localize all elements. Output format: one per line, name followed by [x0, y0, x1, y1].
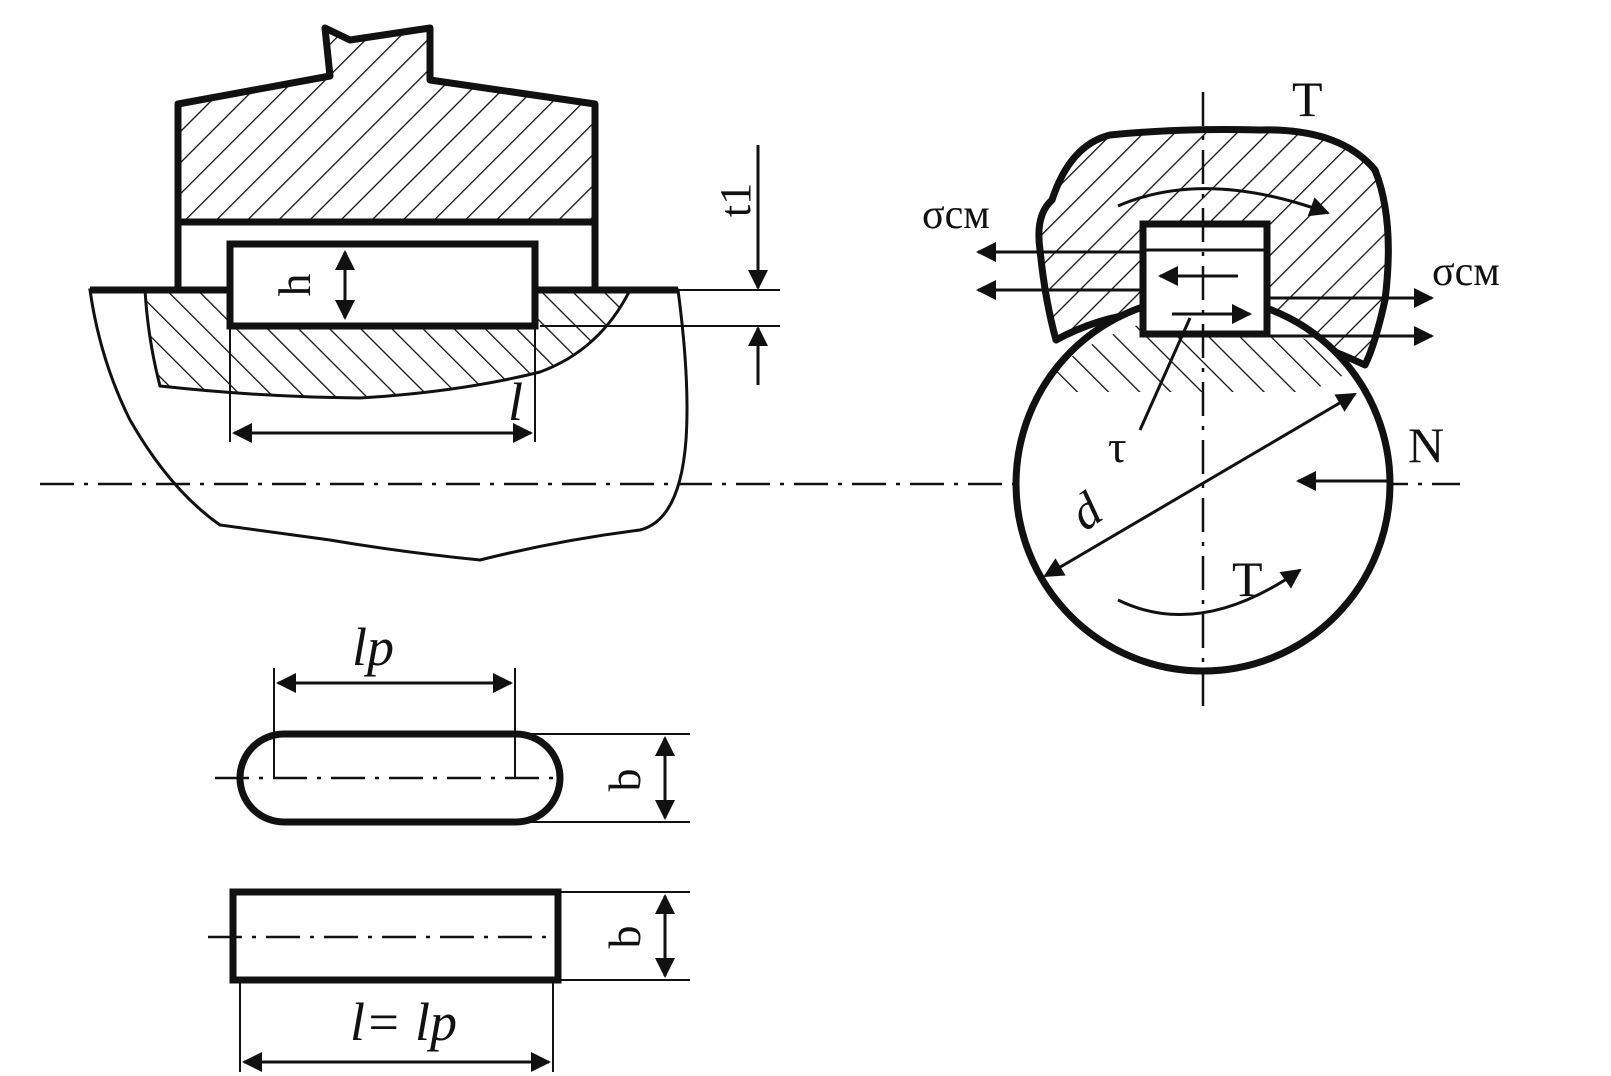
torque-arrow-bottom: [1117, 568, 1302, 616]
l-eq-lp-label: l= lp: [350, 992, 457, 1052]
diameter-arrow: [1043, 392, 1357, 578]
T-bottom-label: T: [1232, 551, 1263, 607]
N-label: N: [1408, 417, 1444, 473]
hub-section: [174, 24, 599, 226]
tau-label: τ: [1108, 421, 1127, 472]
l-label: l: [508, 372, 523, 432]
lp-label: lp: [352, 617, 394, 677]
key-flat-view: b l= lp: [208, 888, 690, 1072]
longitudinal-section: h l t1: [88, 24, 780, 562]
T-top-label: T: [1292, 71, 1323, 127]
key-rounded-view: lp b: [215, 617, 690, 826]
b-bottom-label: b: [599, 926, 650, 949]
hub-lower-rim: [174, 222, 599, 290]
tau-leader: [1138, 317, 1192, 431]
sigma-left-label: σсм: [922, 192, 990, 238]
sigma-right-label: σсм: [1432, 249, 1500, 295]
shaft-outline: [88, 288, 689, 562]
h-label: h: [269, 274, 320, 297]
key-cross-section: [1139, 220, 1271, 338]
cross-section: d N τ σсм σсм T T: [922, 71, 1500, 716]
t1-label: t1: [711, 183, 760, 217]
key-longitudinal: [226, 240, 539, 330]
b-top-label: b: [599, 769, 650, 792]
torque-arrow-top: [1117, 187, 1330, 217]
